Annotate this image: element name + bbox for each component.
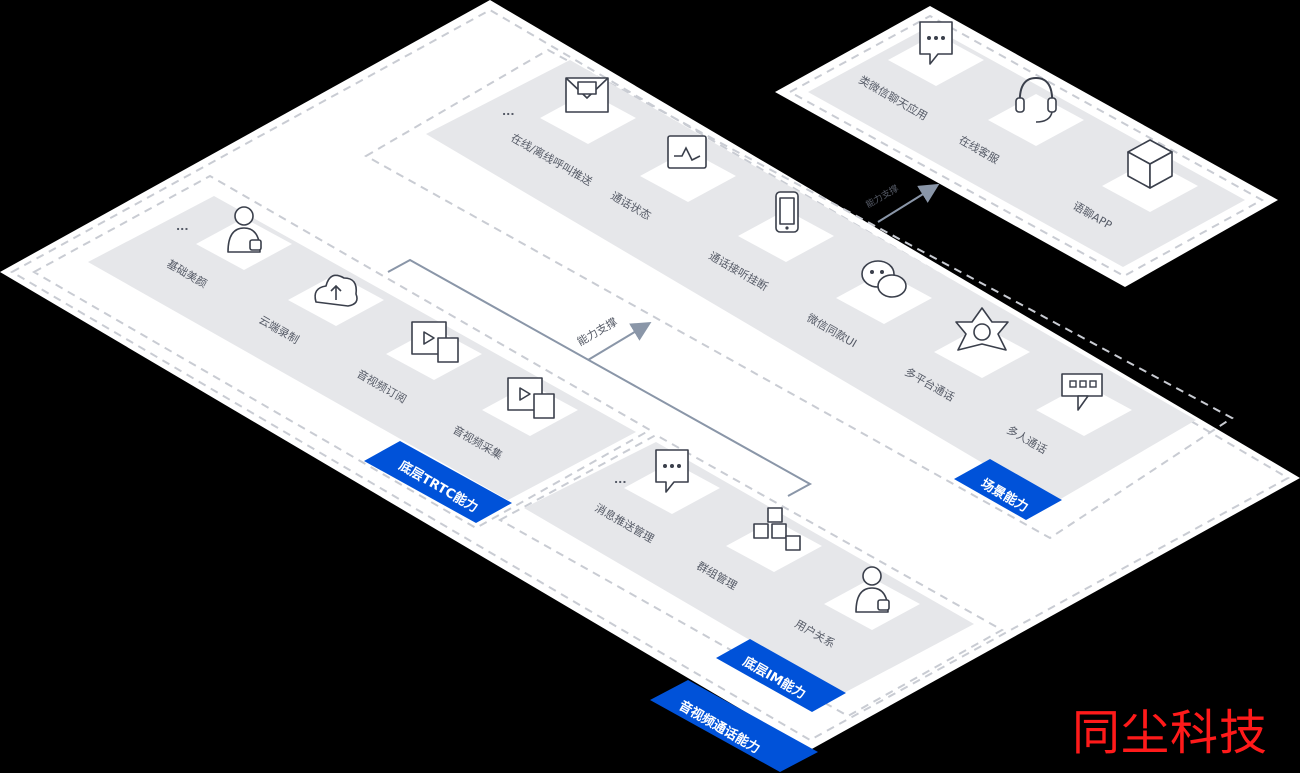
apps-dashed-border (787, 14, 1265, 278)
trtc-item (196, 206, 292, 270)
trtc-ellipsis: ... (176, 220, 189, 233)
app-item (1102, 139, 1198, 212)
app-cube-icon (1127, 139, 1173, 189)
trtc-item (386, 321, 482, 380)
app-item (888, 21, 984, 86)
im-item (624, 449, 720, 514)
tiles-layer (196, 21, 1198, 630)
im-panel (524, 442, 974, 694)
cloud-upload-icon (314, 274, 358, 307)
trtc-item (482, 377, 578, 436)
wechat-icon (861, 260, 907, 298)
tile (540, 92, 636, 144)
capability-support-label-small: 能力支撑 (864, 182, 901, 210)
trtc-im-connector (387, 258, 813, 497)
video-play-icon (411, 321, 459, 363)
user-icon (227, 206, 262, 253)
chat-bubble-icon (919, 21, 953, 65)
capability-support-arrow-small (877, 183, 940, 223)
scene-dashed-border (363, 48, 1234, 540)
av-dashed-border (9, 8, 1291, 742)
monitor-icon (667, 135, 707, 169)
scene-ellipsis: ... (502, 105, 515, 118)
boxes-icon (753, 507, 801, 551)
app-item (988, 76, 1084, 146)
user-lock-icon (855, 566, 890, 613)
group-call-icon (1061, 373, 1103, 411)
im-item (726, 507, 822, 572)
scene-panel (426, 60, 1196, 504)
im-item (824, 566, 920, 630)
tile (738, 210, 834, 262)
scene-item (836, 260, 932, 324)
apps-panel (808, 26, 1245, 267)
scene-item (934, 307, 1030, 378)
tile (888, 34, 984, 86)
tile (836, 272, 932, 324)
scene-item (738, 191, 834, 262)
tile (624, 462, 720, 514)
capability-support-arrow (587, 321, 652, 361)
snowflake-icon (955, 307, 1009, 351)
tile (988, 94, 1084, 146)
trtc-dashed-border (31, 174, 653, 530)
tile (640, 150, 736, 202)
phone-icon (775, 191, 799, 233)
scene-item (1036, 373, 1132, 436)
trtc-panel (88, 196, 636, 500)
video-capture-icon (507, 377, 555, 419)
im-ellipsis: ... (614, 473, 627, 486)
mail-icon (565, 77, 609, 113)
tile (934, 326, 1030, 378)
chat-bubble-icon (655, 449, 689, 493)
scene-item (540, 77, 636, 144)
av-call-platform (0, 0, 1300, 750)
scene-item (640, 135, 736, 202)
tile (726, 520, 822, 572)
headset-icon (1015, 76, 1057, 123)
watermark-text: 同尘科技 (1072, 705, 1269, 761)
tile (1036, 384, 1132, 436)
trtc-item (288, 274, 384, 326)
